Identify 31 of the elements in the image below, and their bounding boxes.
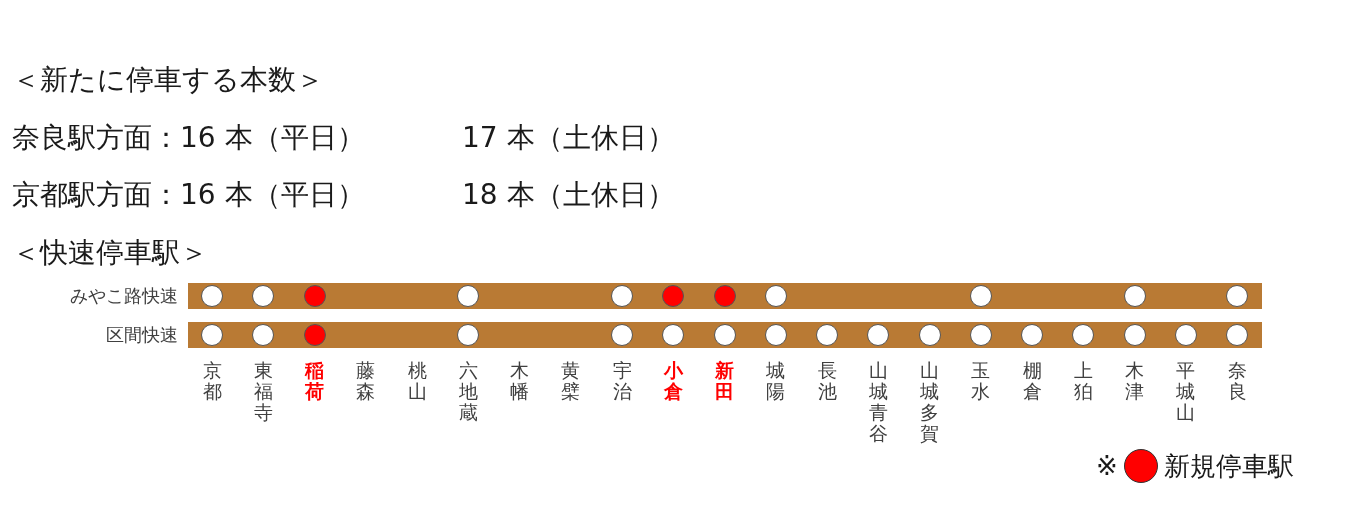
info-text: 17 本（土休日） (462, 120, 675, 156)
station-name: 木幡 (510, 360, 529, 402)
info-text: 18 本（土休日） (462, 177, 675, 213)
station-name: 六地蔵 (458, 360, 478, 423)
station-name: 山城多賀 (920, 360, 939, 444)
station-name: 上狛 (1073, 360, 1093, 402)
note-mark: ※ (1096, 450, 1118, 483)
service-label: みやこ路快速 (70, 284, 178, 308)
station-name: 小倉 (663, 360, 683, 402)
station-name: 京都 (202, 360, 222, 402)
station-name: 桃山 (407, 360, 427, 402)
station-name: 奈良 (1227, 360, 1247, 402)
station-name: 長池 (817, 360, 837, 402)
station-name: 城陽 (766, 360, 786, 402)
station-name: 宇治 (612, 360, 632, 402)
heading: ＜快速停車駅＞ (12, 235, 208, 271)
station-name: 木津 (1125, 360, 1144, 402)
station-name: 平城山 (1176, 360, 1196, 423)
info-text: 奈良駅方面：16 本（平日） (12, 120, 365, 156)
legend-text: 新規停車駅 (1163, 450, 1294, 483)
station-name: 藤森 (356, 360, 376, 402)
station-name: 東福寺 (253, 360, 273, 423)
station-name: 黄檗 (561, 360, 581, 402)
station-name: 山城青谷 (868, 360, 888, 444)
station-name: 玉水 (971, 360, 991, 402)
station-name: 稲荷 (305, 360, 324, 402)
service-label: 区間快速 (106, 323, 178, 347)
info-text: 京都駅方面：16 本（平日） (12, 177, 365, 213)
station-name: 新田 (715, 360, 734, 402)
heading: ＜新たに停車する本数＞ (12, 62, 324, 98)
station-name: 棚倉 (1022, 360, 1042, 402)
